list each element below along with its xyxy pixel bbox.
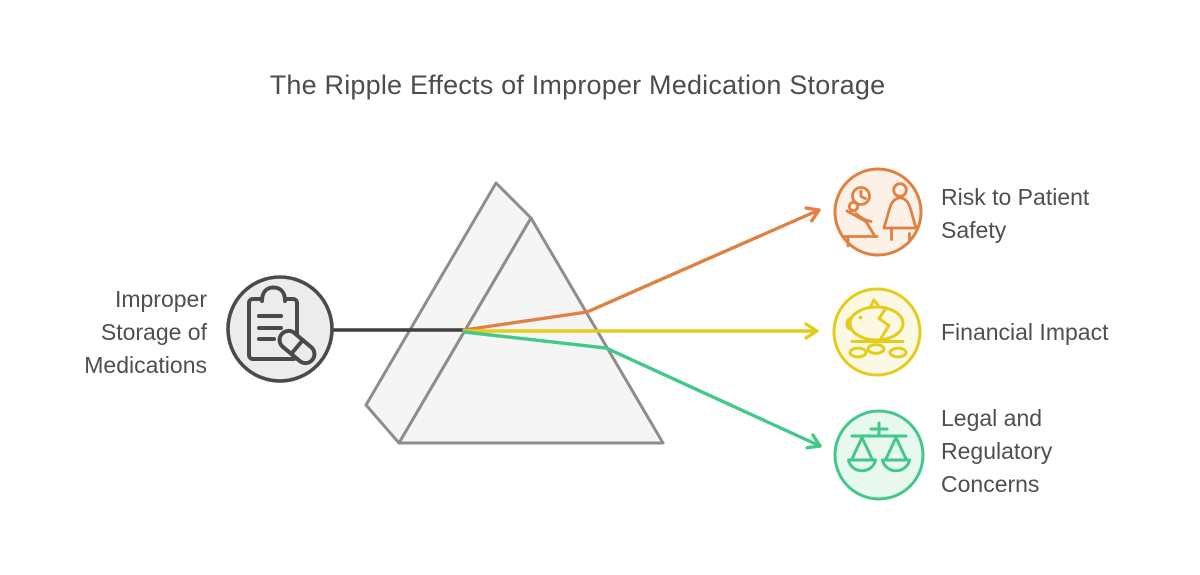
beam-risk-to-patient-safety xyxy=(462,206,821,332)
financial-circle xyxy=(832,287,922,377)
outcome-label-risk: Risk to Patient Safety xyxy=(941,184,1090,243)
legal-circle xyxy=(833,409,925,501)
beam-legal-regulatory xyxy=(462,330,822,450)
outcome-label-legal: Legal and Regulatory Concerns xyxy=(941,405,1053,497)
broken-piggy-bank-icon xyxy=(845,298,908,359)
patient-care-clock-icon xyxy=(843,182,918,248)
justice-scales-icon xyxy=(847,421,911,473)
source-label: Improper Storage of Medications xyxy=(84,286,207,378)
clipboard-pill-icon xyxy=(247,285,317,366)
source-node xyxy=(226,275,334,383)
outcome-node-financial xyxy=(832,287,922,377)
page-title: The Ripple Effects of Improper Medicatio… xyxy=(269,70,886,100)
outcome-node-risk xyxy=(833,167,923,257)
prism xyxy=(364,181,665,445)
outcome-node-legal xyxy=(833,409,925,501)
outcome-label-financial: Financial Impact xyxy=(941,319,1109,345)
